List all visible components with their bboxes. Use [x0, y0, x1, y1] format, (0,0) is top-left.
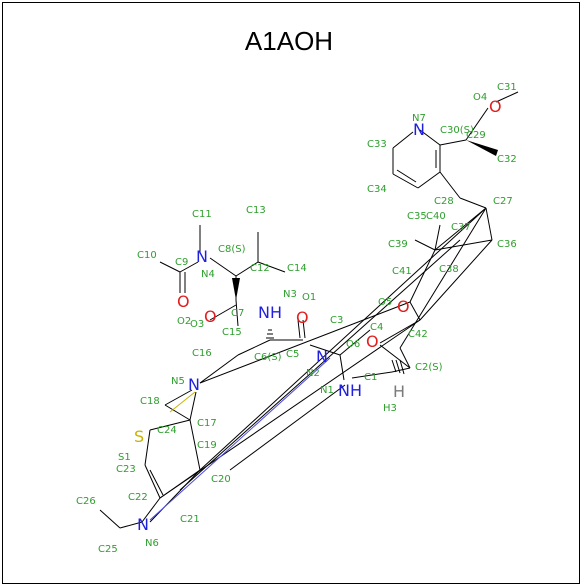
label-c21: C21 [180, 514, 200, 525]
label-c40: C40 [426, 211, 446, 222]
label-c42: C42 [408, 329, 428, 340]
label-c24: C24 [157, 425, 177, 436]
label-c39: C39 [388, 239, 408, 250]
atom-o1: O [296, 308, 309, 327]
label-n7: N7 [412, 113, 426, 124]
label-c27: C27 [493, 196, 513, 207]
label-c3: C3 [330, 315, 343, 326]
label-n1: N1 [320, 385, 334, 396]
label-c33: C33 [367, 139, 387, 150]
label-c13: C13 [246, 205, 266, 216]
label-n3: N3 [283, 289, 297, 300]
label-c12: C12 [250, 263, 270, 274]
label-c8: C8(S) [218, 244, 246, 255]
atom-o3: O [177, 292, 190, 311]
label-c7: C7 [231, 308, 244, 319]
atom-o4: O [489, 97, 502, 116]
label-c29: C29 [466, 130, 486, 141]
label-c18: C18 [140, 396, 160, 407]
label-c34: C34 [367, 184, 387, 195]
atom-n7: N [413, 120, 425, 139]
label-o5: O5 [378, 297, 392, 308]
label-o2: O2 [177, 316, 191, 327]
atom-n2: N [316, 347, 328, 366]
label-c6: C6(S) [254, 352, 282, 363]
label-c4: C4 [370, 322, 383, 333]
atom-n6: N [137, 515, 149, 534]
atom-o2: O [204, 307, 217, 326]
label-c35: C35 [407, 211, 427, 222]
label-c16: C16 [192, 348, 212, 359]
label-c28: C28 [434, 196, 454, 207]
label-o1: O1 [302, 292, 316, 303]
label-s1: S1 [118, 452, 131, 463]
atom-n4: N [196, 247, 208, 266]
label-c31: C31 [497, 82, 517, 93]
label-c14: C14 [287, 263, 307, 274]
label-c11: C11 [192, 209, 212, 220]
s-bond [169, 391, 196, 413]
hash-bond-c2 [391, 359, 405, 375]
label-c10: C10 [137, 250, 157, 261]
label-c20: C20 [211, 474, 231, 485]
label-c15: C15 [222, 327, 242, 338]
n-n-bond [149, 357, 331, 521]
label-c26: C26 [76, 496, 96, 507]
label-c23: C23 [116, 464, 136, 475]
label-n5: N5 [171, 376, 185, 387]
label-c32: C32 [497, 154, 517, 165]
atom-o6: O [366, 332, 379, 351]
label-c30: C30(S) [440, 125, 474, 136]
label-n2: N2 [306, 368, 320, 379]
label-c22: C22 [128, 492, 148, 503]
label-c19: C19 [197, 440, 217, 451]
label-c1: C1 [364, 372, 377, 383]
atom-s1: S [134, 427, 144, 446]
label-c36: C36 [497, 239, 517, 250]
label-n6: N6 [145, 538, 159, 549]
label-c5: C5 [286, 349, 299, 360]
label-c17: C17 [197, 418, 217, 429]
label-c9: C9 [175, 257, 188, 268]
atom-n3: NH [258, 303, 282, 322]
bond-lines [99, 91, 519, 529]
hash-bond-c6 [266, 329, 274, 339]
atom-n5: N [188, 375, 200, 394]
label-c25: C25 [98, 544, 118, 555]
label-h3: H3 [383, 403, 397, 414]
atom-h3: H [393, 382, 405, 401]
label-n4: N4 [201, 269, 215, 280]
label-c37: C37 [451, 222, 471, 233]
label-c41: C41 [392, 266, 412, 277]
label-o4: O4 [473, 92, 487, 103]
atom-o5: O [397, 297, 410, 316]
wedge-bond-c32 [466, 140, 498, 156]
label-c2: C2(S) [415, 362, 443, 373]
label-c38: C38 [439, 264, 459, 275]
wedge-bond-c8 [232, 278, 240, 300]
molecule-title: A1AOH [244, 26, 334, 56]
atom-n1: NH [338, 381, 362, 400]
label-o3: O3 [190, 319, 204, 330]
label-o6: O6 [346, 339, 360, 350]
